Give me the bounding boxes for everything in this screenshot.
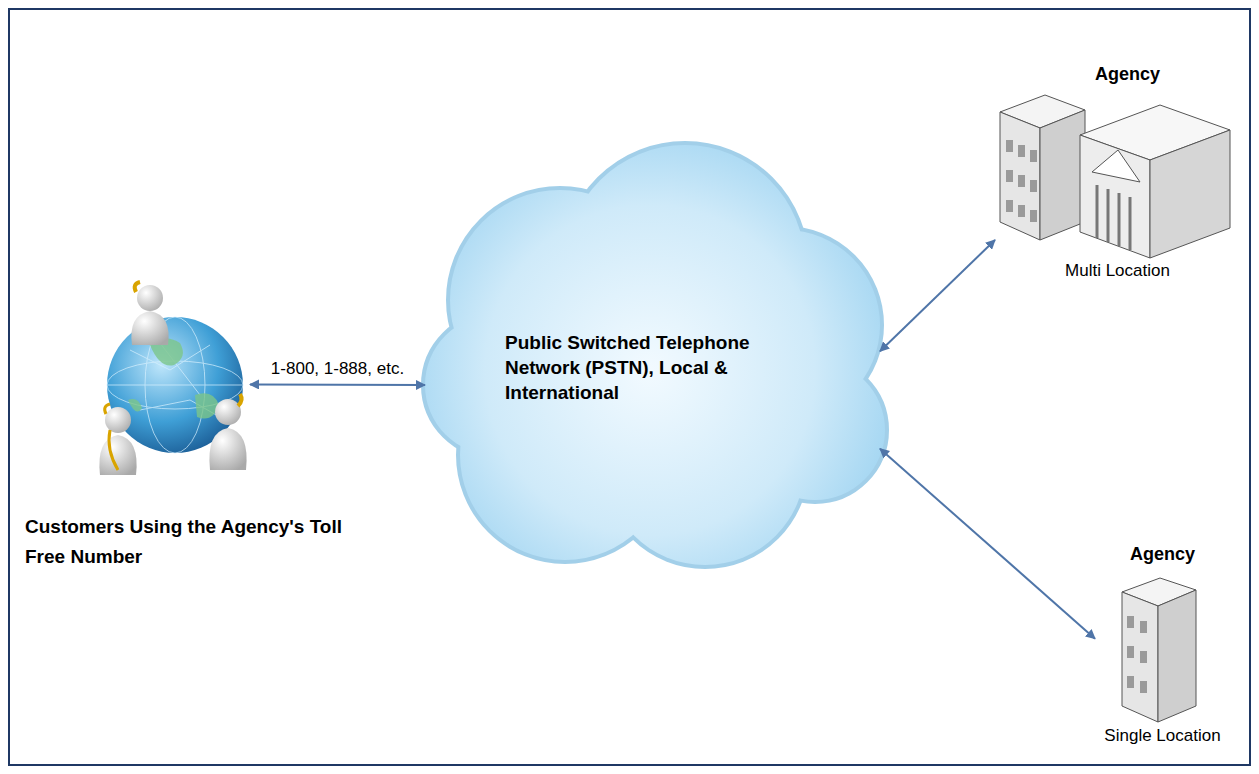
node-text: Public Switched Telephone Network (PSTN)… [505,330,825,405]
single-building [1122,578,1196,722]
cloud [425,145,885,565]
connector-arrow [880,449,1095,639]
frame [9,9,1250,765]
diagram-node: Customers Using the Agency's Toll Free N… [100,285,250,480]
diagram-node: Public Switched Telephone Network (PSTN)… [425,190,880,565]
node-text: Multi Location [995,261,1240,281]
node-text: Single Location [1095,726,1230,746]
diagram-node: AgencySingle Location [1095,540,1230,750]
node-text: Agency [1095,544,1230,565]
globe-callers [99,282,246,475]
node-text: Agency [1005,64,1250,85]
node-text: Customers Using the Agency's Toll Free N… [25,512,370,572]
multi-buildings [1000,95,1230,258]
diagram-node: AgencyMulti Location [995,60,1240,285]
connector-arrow [880,240,995,351]
connector-arrow [250,383,425,386]
edge-label: 1-800, 1-888, etc. [268,359,407,379]
